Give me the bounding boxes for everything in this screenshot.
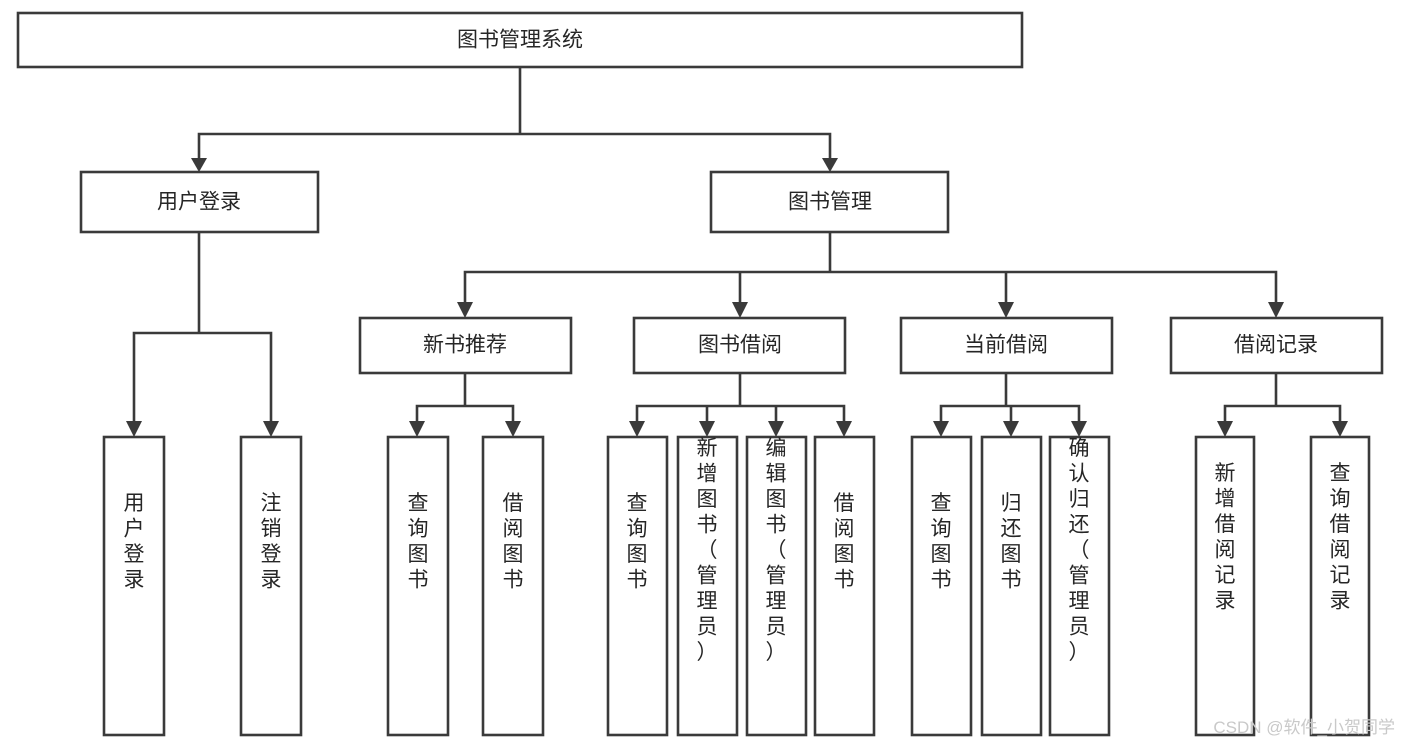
leaf-user-login[interactable]: 用户登录 [102, 435, 166, 737]
leaf-query-book-1-label: 查询图书 [408, 492, 429, 592]
leaf-add-record[interactable]: 新增借阅记录 [1194, 435, 1256, 737]
leaf-query-book-3-label: 查询图书 [931, 492, 952, 592]
node-current-borrow-box[interactable] [899, 316, 1114, 375]
node-user-login-label: 用户登录 [157, 191, 241, 214]
leaf-query-book-1[interactable]: 查询图书 [386, 435, 450, 737]
connector-book-borrow-bus [635, 371, 846, 425]
node-current-borrow[interactable]: 当前借阅 [899, 316, 1114, 375]
arrowhead-to-borrow-record [1268, 302, 1284, 318]
leaf-borrow-book-2[interactable]: 借阅图书 [813, 435, 876, 737]
node-book-management-box[interactable] [709, 170, 950, 234]
leaf-user-login-box[interactable] [102, 435, 166, 737]
leaf-add-book-box[interactable] [676, 435, 739, 737]
leaf-borrow-book-2-label: 借阅图书 [834, 492, 855, 592]
node-new-book-recommend-box[interactable] [358, 316, 573, 375]
connector-current-borrow-bus [939, 371, 1081, 425]
leaf-confirm-return[interactable]: 确认归还（管理员） [1048, 435, 1111, 737]
leaf-query-book-3[interactable]: 查询图书 [910, 435, 973, 737]
node-user-login-box[interactable] [79, 170, 320, 234]
leaf-add-record-box[interactable] [1194, 435, 1256, 737]
arrowhead-leaf-add-book [699, 421, 715, 437]
node-book-borrow[interactable]: 图书借阅 [632, 316, 847, 375]
leaf-query-record-label: 查询借阅记录 [1330, 462, 1351, 613]
connector-borrow-record-bus [1223, 371, 1342, 425]
arrowhead-leaf-confirm-return [1071, 421, 1087, 437]
leaf-borrow-book-1-box[interactable] [481, 435, 545, 737]
arrowhead-to-current-borrow [998, 302, 1014, 318]
arrowhead-leaf-add-record [1217, 421, 1233, 437]
arrowhead-leaf-user-logout [263, 421, 279, 437]
leaf-edit-book[interactable]: 编辑图书（管理员） [745, 435, 808, 737]
connector-layer [126, 65, 1348, 437]
node-book-management[interactable]: 图书管理 [709, 170, 950, 234]
node-user-login[interactable]: 用户登录 [79, 170, 320, 234]
arrowhead-leaf-query-book-2 [629, 421, 645, 437]
leaf-query-record-box[interactable] [1309, 435, 1371, 737]
leaf-add-book[interactable]: 新增图书（管理员） [676, 435, 739, 737]
leaf-confirm-return-label: 确认归还（管理员） [1069, 437, 1090, 664]
arrowhead-leaf-query-book-1 [409, 421, 425, 437]
node-root-box[interactable] [16, 11, 1024, 69]
leaf-borrow-book-1-label: 借阅图书 [503, 492, 524, 592]
arrowhead-leaf-borrow-book-2 [836, 421, 852, 437]
node-book-management-label: 图书管理 [788, 191, 872, 214]
leaf-edit-book-box[interactable] [745, 435, 808, 737]
connector-book-management-bus [463, 230, 1278, 306]
leaf-query-book-3-box[interactable] [910, 435, 973, 737]
arrowhead-leaf-return-book [1003, 421, 1019, 437]
node-new-book-recommend-label: 新书推荐 [423, 334, 507, 357]
node-root[interactable]: 图书管理系统 [16, 11, 1024, 69]
leaf-user-logout-label: 注销登录 [261, 492, 282, 592]
leaf-borrow-book-1[interactable]: 借阅图书 [481, 435, 545, 737]
arrowhead-to-book-borrow [732, 302, 748, 318]
leaf-return-book[interactable]: 归还图书 [980, 435, 1043, 737]
leaf-add-book-label: 新增图书（管理员） [697, 437, 718, 664]
node-borrow-record-label: 借阅记录 [1234, 334, 1318, 357]
leaf-query-book-2-label: 查询图书 [627, 492, 648, 592]
arrowhead-to-user-login [191, 158, 207, 172]
node-book-borrow-label: 图书借阅 [698, 334, 782, 357]
leaf-borrow-book-2-box[interactable] [813, 435, 876, 737]
node-borrow-record-box[interactable] [1169, 316, 1384, 375]
leaf-user-login-label: 用户登录 [124, 492, 145, 592]
leaf-add-record-label: 新增借阅记录 [1215, 462, 1236, 613]
leaf-query-record[interactable]: 查询借阅记录 [1309, 435, 1371, 737]
connector-user-login-bus [132, 230, 273, 425]
leaf-query-book-2[interactable]: 查询图书 [606, 435, 669, 737]
leaf-return-book-box[interactable] [980, 435, 1043, 737]
arrowhead-to-new-book-recommend [457, 302, 473, 318]
arrowhead-leaf-edit-book [768, 421, 784, 437]
arrowhead-leaf-borrow-book-1 [505, 421, 521, 437]
connector-root-bus [197, 65, 832, 162]
csdn-watermark: CSDN @软件_小贺同学 [1213, 718, 1395, 737]
node-new-book-recommend[interactable]: 新书推荐 [358, 316, 573, 375]
arrowhead-to-book-management [822, 158, 838, 172]
leaf-user-logout-box[interactable] [239, 435, 303, 737]
leaf-user-logout[interactable]: 注销登录 [239, 435, 303, 737]
connector-new-book-recommend-bus [415, 371, 515, 425]
node-borrow-record[interactable]: 借阅记录 [1169, 316, 1384, 375]
arrowhead-leaf-query-book-3 [933, 421, 949, 437]
leaf-query-book-2-box[interactable] [606, 435, 669, 737]
arrowhead-leaf-user-login [126, 421, 142, 437]
leaf-return-book-label: 归还图书 [1001, 492, 1022, 592]
node-book-borrow-box[interactable] [632, 316, 847, 375]
node-root-label: 图书管理系统 [457, 29, 583, 52]
leaf-query-book-1-box[interactable] [386, 435, 450, 737]
arrowhead-leaf-query-record [1332, 421, 1348, 437]
leaf-edit-book-label: 编辑图书（管理员） [766, 437, 787, 664]
node-current-borrow-label: 当前借阅 [964, 334, 1048, 357]
leaf-confirm-return-box[interactable] [1048, 435, 1111, 737]
